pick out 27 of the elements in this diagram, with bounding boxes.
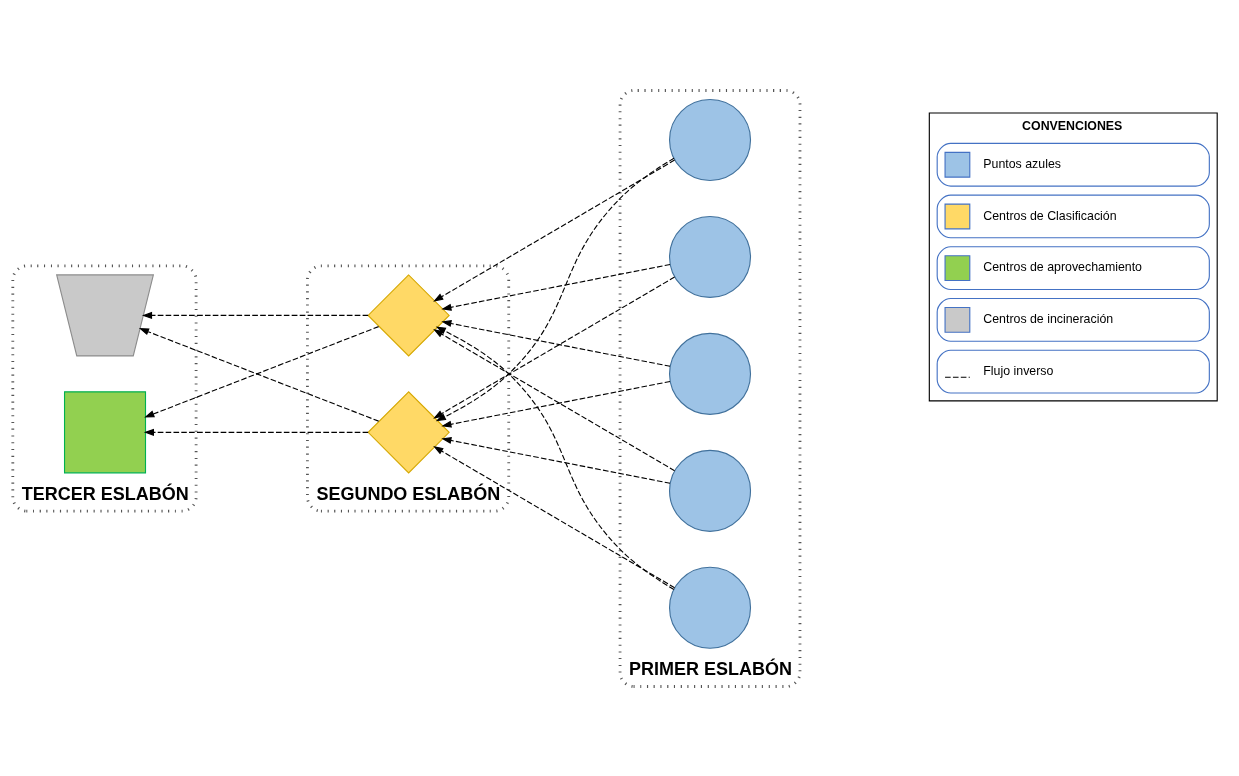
- arrow: [441, 263, 671, 311]
- node-box: [64, 390, 147, 473]
- legend-label: Puntos azules: [983, 156, 1061, 171]
- arrow: [441, 380, 671, 428]
- cluster: PRIMER ESLABÓN: [618, 88, 802, 688]
- arrow: [435, 326, 675, 590]
- arrow: [441, 436, 671, 484]
- legend-label: Centros de incineración: [983, 311, 1114, 326]
- node-circle: [669, 449, 752, 532]
- legend-label: Centros de Clasificación: [983, 208, 1117, 223]
- node-circle: [669, 566, 752, 649]
- arrow: [433, 445, 676, 588]
- cluster: TERCER ESLABÓN: [11, 264, 198, 512]
- node-circle: [669, 332, 752, 415]
- arrow: [141, 311, 369, 319]
- node-circle: [669, 98, 752, 181]
- arrow: [143, 428, 369, 436]
- legend-label: Flujo inverso: [983, 363, 1054, 378]
- arrow: [435, 157, 675, 421]
- arrow: [433, 328, 676, 471]
- label: CONVENCIONES: [1022, 118, 1123, 133]
- cluster: SEGUNDO ESLABÓN: [306, 264, 511, 512]
- node-circle: [669, 215, 752, 298]
- arrow: [441, 319, 671, 367]
- arrow: [433, 276, 676, 419]
- legend-label: Centros de aprovechamiento: [983, 259, 1143, 274]
- arrow: [433, 159, 676, 302]
